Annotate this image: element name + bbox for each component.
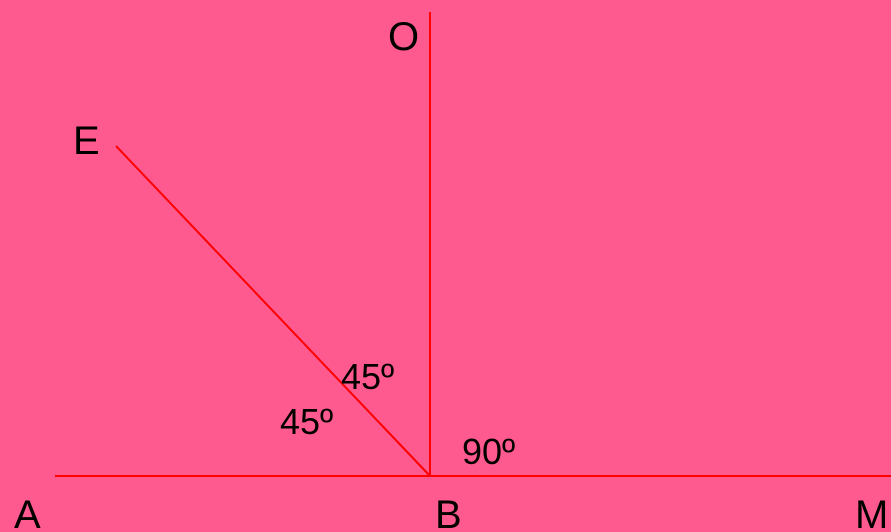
point-label-m: M (855, 493, 888, 532)
ray-be (115, 145, 431, 477)
point-label-a: A (14, 493, 41, 532)
angle-label-abe: 45º (280, 401, 333, 442)
point-label-o: O (388, 15, 419, 59)
point-label-e: E (73, 119, 100, 163)
angle-label-obm: 90º (462, 431, 515, 472)
point-label-b: B (435, 493, 462, 532)
angle-label-ebo: 45º (341, 356, 394, 397)
